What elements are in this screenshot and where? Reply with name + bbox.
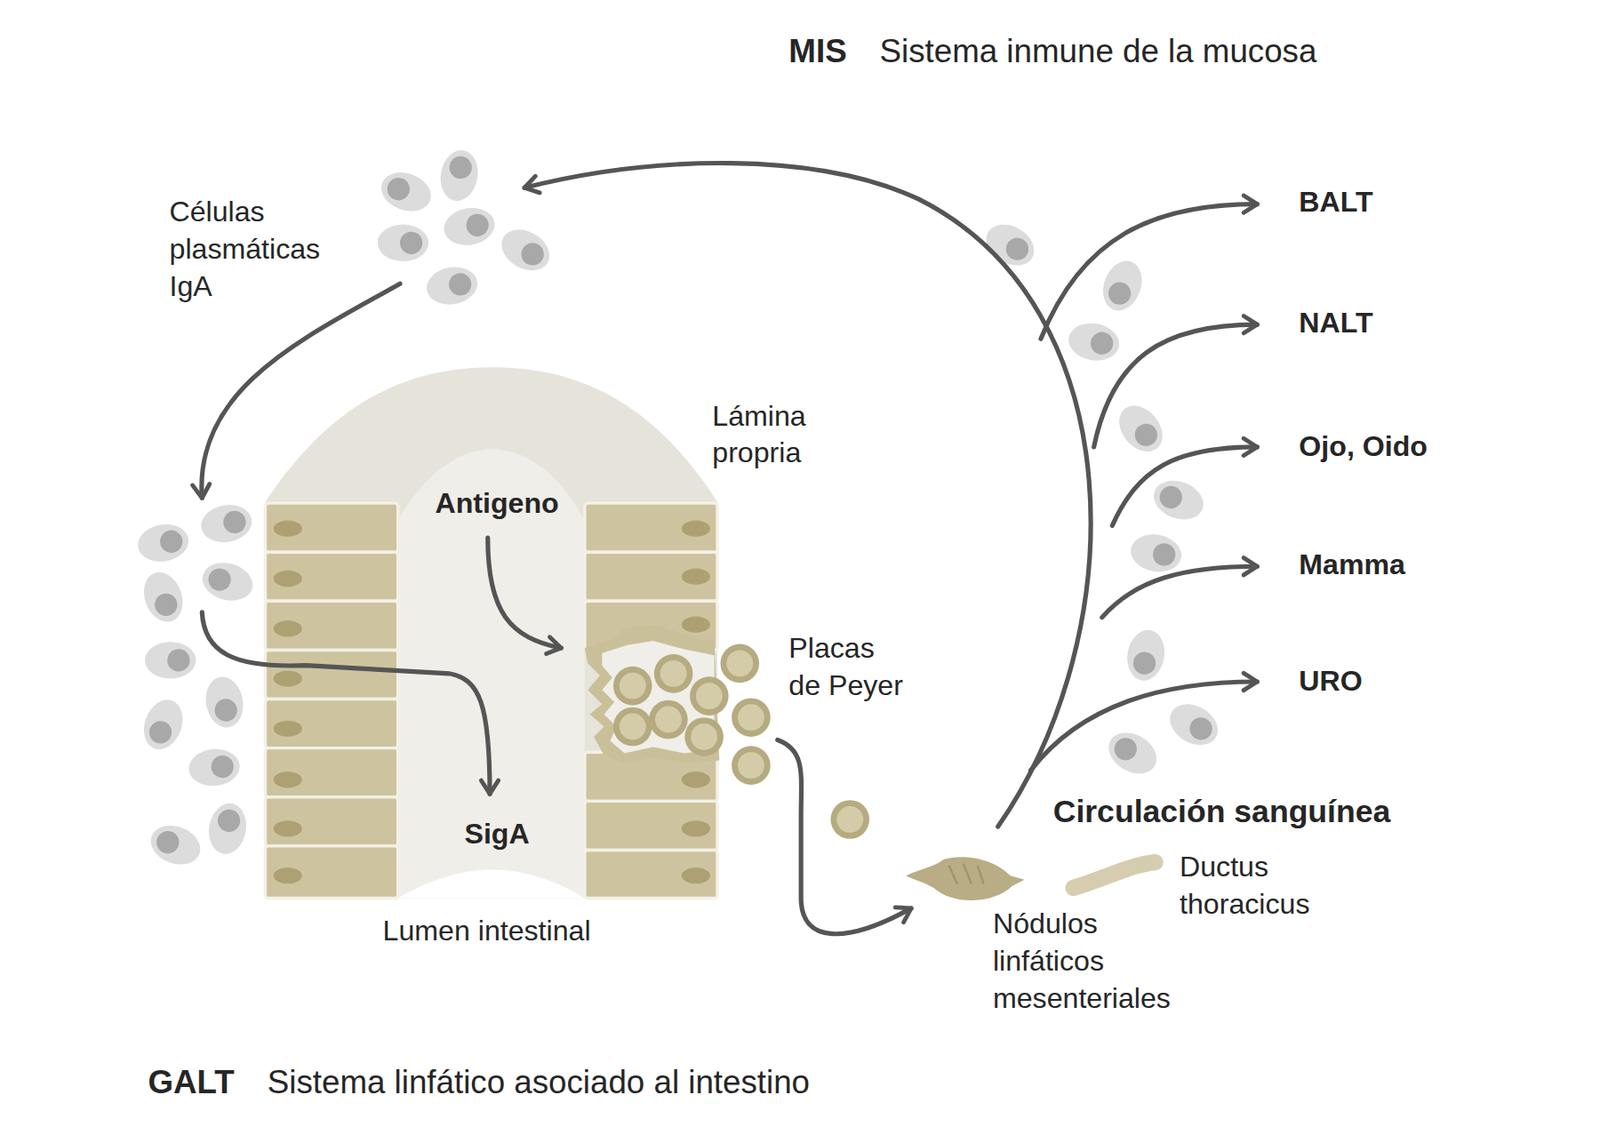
plasma-cells: [135, 147, 1225, 872]
caption: Sistema linfático asociado al intestino: [267, 1061, 810, 1104]
circulation-label: Circulación sanguínea: [1053, 791, 1392, 832]
target-tissue: URO: [1298, 663, 1362, 701]
antibody-label: SigA: [464, 816, 529, 854]
target-tissue: BALT: [1298, 184, 1373, 222]
lumen-opening: [398, 869, 585, 898]
region-label: Lámina propria: [712, 398, 856, 473]
target-tissue: Mamma: [1298, 546, 1406, 584]
heading-abbrev: GALT: [147, 1061, 234, 1104]
antigen-label: Antigeno: [434, 485, 559, 523]
mesenteric-lymph-node: [905, 856, 1024, 901]
region-label: Lumen intestinal: [383, 912, 592, 951]
structure-label: Placas de Peyer: [788, 630, 912, 705]
epithelium-left: [264, 503, 398, 898]
structure-label: Nódulos linfáticos mesenteriales: [992, 905, 1213, 1017]
target-tissue: NALT: [1298, 304, 1373, 343]
heading-abbrev: MIS: [788, 30, 847, 73]
epithelium-left-nuclei: [273, 520, 303, 885]
thoracic-duct: [1073, 862, 1156, 888]
target-tissue: Ojo, Oido: [1298, 428, 1428, 466]
title: Sistema inmune de la mucosa: [880, 30, 1318, 73]
cell-label: Células plasmáticas IgA: [169, 193, 364, 305]
structure-label: Ductus thoracicus: [1179, 848, 1353, 924]
